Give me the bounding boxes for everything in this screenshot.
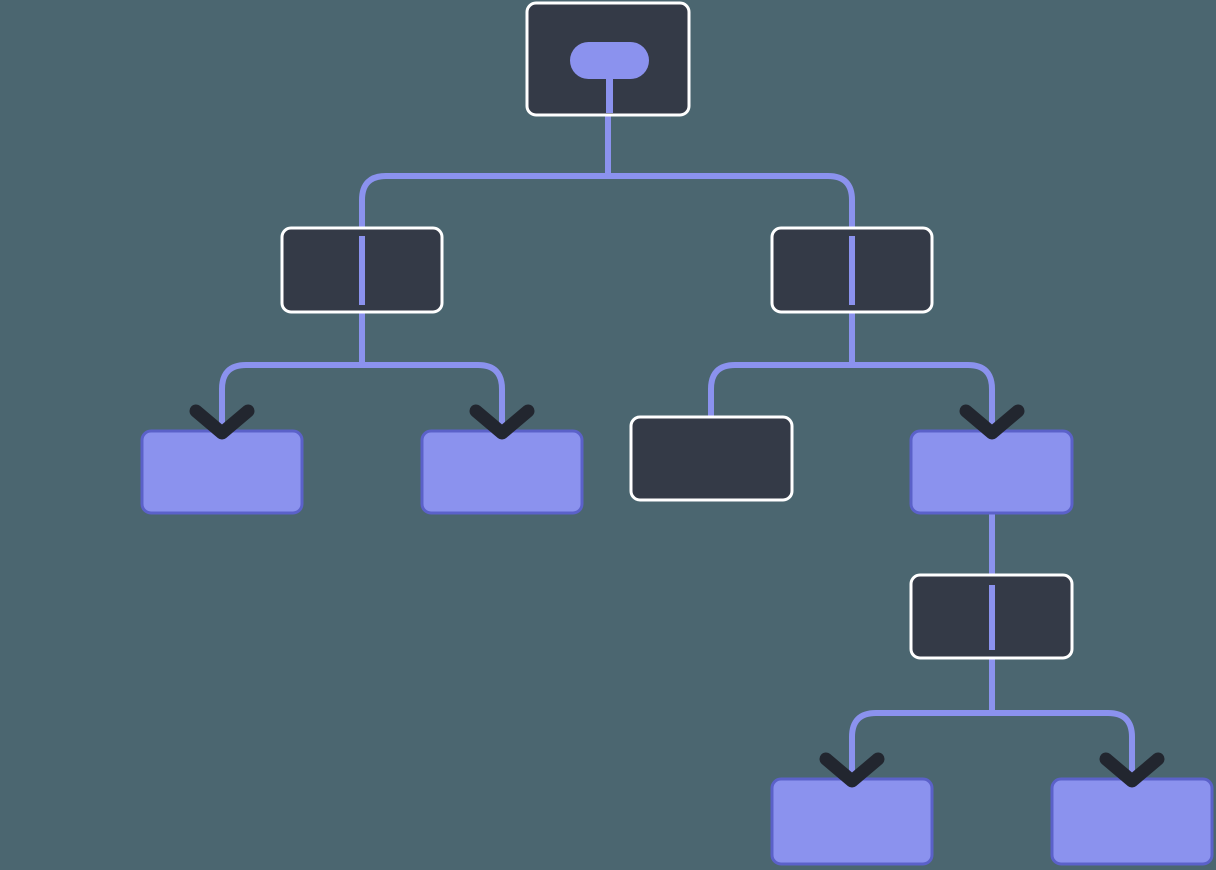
- connector-root-to-level1-right: [608, 173, 855, 229]
- leaf-node-4-shape[interactable]: [1050, 777, 1214, 866]
- connector-level1-right-to-branch: [852, 362, 995, 436]
- leaf-node-3-shape[interactable]: [770, 777, 934, 866]
- pill-stem: [606, 60, 613, 113]
- arrowhead-down-leaf3: [819, 752, 885, 788]
- line-through-layer: [359, 236, 995, 650]
- arrowhead-down-leaf2: [469, 404, 535, 440]
- leaf-node-3[interactable]: [770, 777, 934, 866]
- connector-level1-right-to-dark: [708, 362, 852, 418]
- level2-dark-node[interactable]: [629, 415, 794, 502]
- connector-level3-to-leaf4: [992, 710, 1135, 784]
- arrowhead-down-branch: [959, 404, 1025, 440]
- level2-dark-node-shape[interactable]: [629, 415, 794, 502]
- connector-root-to-level1-left: [359, 173, 608, 229]
- arrowhead-down-leaf4: [1099, 752, 1165, 788]
- leaf-node-2-shape[interactable]: [420, 429, 584, 515]
- connector-level1-left-to-leaf1: [219, 362, 362, 436]
- branch-node-purple[interactable]: [909, 429, 1074, 515]
- leaf-node-4[interactable]: [1050, 777, 1214, 866]
- pill-layer: [570, 42, 649, 113]
- connector-level3-to-leaf3: [849, 710, 992, 784]
- branch-node-purple-shape[interactable]: [909, 429, 1074, 515]
- connector-level1-left-to-leaf2: [362, 362, 505, 436]
- leaf-node-1-shape[interactable]: [140, 429, 304, 515]
- leaf-node-1[interactable]: [140, 429, 304, 515]
- connector-layer: [219, 113, 1135, 784]
- arrowhead-down-leaf1: [189, 404, 255, 440]
- node-layer: [140, 1, 1214, 866]
- arrowhead-layer: [189, 404, 1165, 788]
- pill-shape: [570, 42, 649, 79]
- root-node-pill-glyph: [570, 42, 649, 113]
- leaf-node-2[interactable]: [420, 429, 584, 515]
